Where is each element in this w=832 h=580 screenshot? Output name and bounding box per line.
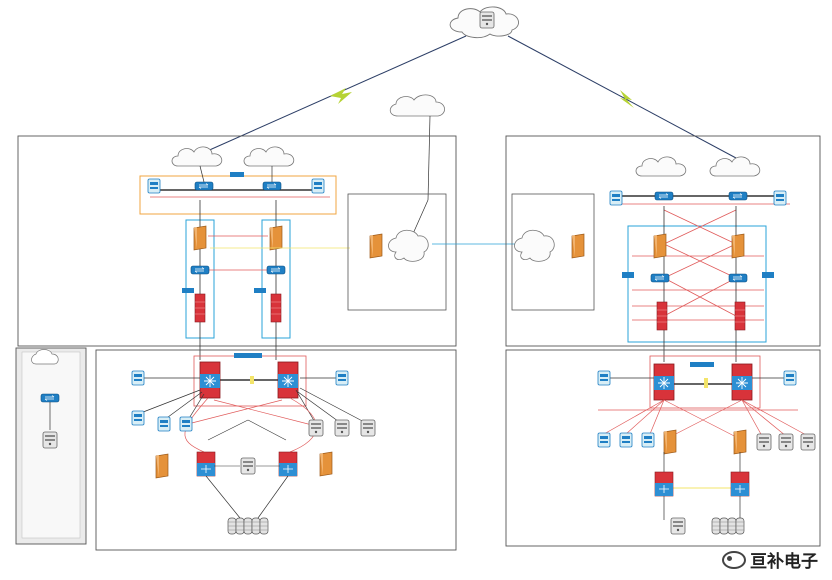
isp-cloud-right-b — [709, 156, 761, 177]
dr-lan-firewall-left-icon — [663, 429, 677, 455]
dr-core-switch-left-icon — [653, 363, 675, 401]
dr-lan-server-3-icon — [800, 433, 816, 451]
storage-pool-left — [227, 517, 269, 535]
dr-lan-access-5-icon — [641, 432, 655, 448]
edge-access-right-icon — [311, 178, 325, 194]
watermark-text: 亘补电子 — [750, 552, 818, 572]
dr-lan-router-right-icon — [730, 471, 750, 497]
dr-firewall-a-icon — [653, 233, 667, 259]
lan-server-1-icon — [308, 419, 324, 437]
lan-server-2-icon — [334, 419, 350, 437]
dr-core-switch-right-icon — [731, 363, 753, 401]
dr-lan-access-4-icon — [619, 432, 633, 448]
dr-lan-access-3-icon — [597, 432, 611, 448]
dmz-cloud-right — [514, 229, 555, 262]
side-server-icon — [42, 431, 58, 449]
wechat-logo-icon — [722, 550, 746, 569]
dr-dist-switch-b-icon — [728, 273, 748, 283]
dr-firewall-b-icon — [731, 233, 745, 259]
edge-stack-box — [139, 175, 337, 215]
dr-lan-region — [505, 349, 821, 547]
lan-router-right-icon — [278, 451, 298, 477]
dr-lan-firewall-right-icon — [733, 429, 747, 455]
dist-switch-left-a-icon — [190, 265, 210, 275]
red-firewall-left-a-icon — [194, 293, 206, 323]
dmz-firewall-right-icon — [571, 233, 585, 259]
storage-pool-right — [670, 517, 745, 535]
isp-cloud-left-a — [171, 146, 223, 167]
lan-router-left-icon — [196, 451, 216, 477]
firewall-left-a-icon — [193, 225, 207, 251]
internet-cloud — [449, 6, 519, 39]
edge-switch-right-icon — [262, 181, 282, 191]
dist-switch-left-b-icon — [266, 265, 286, 275]
firewall-left-b-icon — [269, 225, 283, 251]
lan-firewall-left-icon — [155, 453, 169, 479]
dmz-firewall-left-icon — [369, 233, 383, 259]
red-firewall-left-b-icon — [270, 293, 282, 323]
core-dc-region — [17, 135, 457, 347]
wan-links — [195, 35, 737, 159]
dmz-box-left — [347, 193, 447, 311]
lan-access-4-icon — [157, 416, 171, 432]
core-switch-right-icon — [277, 361, 299, 399]
dr-red-firewall-a-icon — [656, 301, 668, 331]
lan-access-1-icon — [131, 370, 145, 386]
link-tag — [230, 172, 244, 177]
dr-dc-region — [505, 135, 821, 347]
lightning-icon — [330, 88, 634, 108]
dmz-cloud-left — [388, 229, 429, 262]
lan-access-5-icon — [179, 416, 193, 432]
dr-lan-server-1-icon — [756, 433, 772, 451]
edge-access-left-icon — [147, 178, 161, 194]
internet-server-icon — [479, 11, 495, 29]
core-lan-region — [95, 349, 457, 551]
dr-lan-router-left-icon — [654, 471, 674, 497]
isp-cloud-right-a — [635, 156, 687, 177]
dr-dist-switch-a-icon — [650, 273, 670, 283]
dr-edge-switch-right-icon — [728, 191, 748, 201]
watermark: 亘补电子 — [722, 547, 818, 572]
dr-lan-access-1-icon — [597, 370, 611, 386]
dr-edge-access-right-icon — [773, 190, 787, 206]
lan-center-server-icon — [240, 457, 256, 475]
lan-server-3-icon — [360, 419, 376, 437]
dr-edge-switch-left-icon — [654, 191, 674, 201]
isp-cloud-left-b — [243, 146, 295, 167]
lan-access-2-icon — [335, 370, 349, 386]
side-switch-icon — [40, 393, 60, 403]
dr-lan-server-2-icon — [778, 433, 794, 451]
dr-edge-access-left-icon — [609, 190, 623, 206]
core-switch-left-icon — [199, 361, 221, 399]
lan-access-3-icon — [131, 410, 145, 426]
dmz-box-right — [511, 193, 595, 311]
remote-cloud — [389, 94, 445, 237]
lan-firewall-right-icon — [319, 451, 333, 477]
edge-switch-left-icon — [194, 181, 214, 191]
side-cloud — [31, 349, 59, 365]
dr-lan-access-2-icon — [783, 370, 797, 386]
dr-red-firewall-b-icon — [734, 301, 746, 331]
